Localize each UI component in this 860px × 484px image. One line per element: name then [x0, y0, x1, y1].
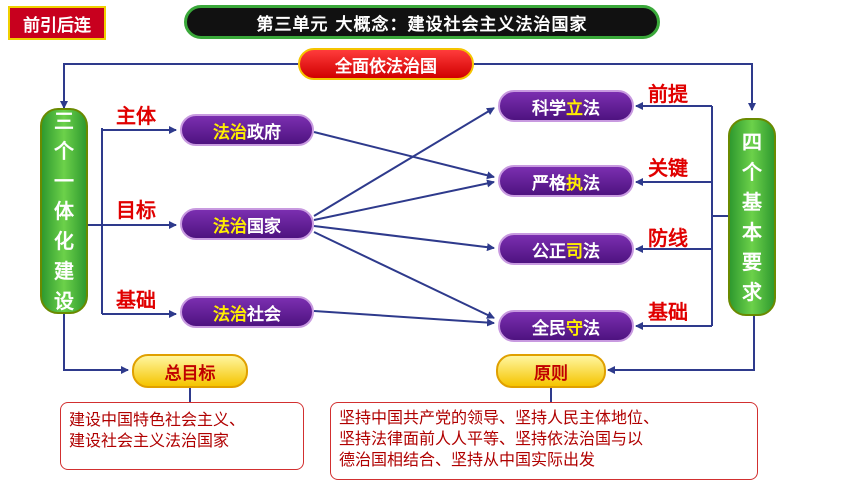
node-scientific-legislation: 科学立法 — [498, 90, 634, 122]
bar-char: 体 — [54, 199, 74, 223]
principles-description-box: 坚持中国共产党的领导、坚持人民主体地位、 坚持法律面前人人平等、坚持依法治国与以… — [330, 402, 758, 480]
node-highlight: 执 — [566, 173, 583, 194]
box-line: 坚持法律面前人人平等、坚持依法治国与以 — [339, 429, 644, 448]
node-rule-of-law: 全面依法治国 — [298, 48, 474, 80]
node-highlight: 法治 — [213, 122, 247, 143]
label-premise: 前提 — [648, 82, 688, 106]
node-text: 公正 — [532, 241, 566, 262]
node-strict-enforcement: 严格执法 — [498, 165, 634, 197]
bar-char: 基 — [742, 190, 762, 214]
goal-description-box: 建设中国特色社会主义、 建设社会主义法治国家 — [60, 402, 304, 470]
bar-char: 个 — [742, 160, 762, 184]
node-text: 政府 — [247, 122, 281, 143]
label-subject: 主体 — [116, 104, 156, 128]
node-principles: 原则 — [496, 354, 606, 388]
node-text: 全民 — [532, 318, 566, 339]
node-overall-goal: 总目标 — [132, 354, 248, 388]
label-defense: 防线 — [648, 226, 688, 250]
box-line: 德治国相结合、坚持从中国实际出发 — [339, 450, 596, 469]
node-text: 法 — [583, 318, 600, 339]
node-text: 国家 — [247, 216, 281, 237]
unit-title: 第三单元 大概念：建设社会主义法治国家 — [184, 5, 660, 39]
node-text: 社会 — [247, 304, 281, 325]
bar-char: 化 — [54, 229, 74, 253]
bar-char: 要 — [742, 250, 762, 274]
label-foundation: 基础 — [116, 288, 156, 312]
bar-char: 三 — [54, 109, 74, 133]
node-highlight: 法治 — [213, 216, 247, 237]
box-line: 建设社会主义法治国家 — [69, 431, 230, 450]
box-line: 建设中国特色社会主义、 — [69, 410, 246, 429]
bar-char: 设 — [54, 289, 74, 313]
bar-char: 本 — [742, 220, 762, 244]
node-highlight: 法治 — [213, 304, 247, 325]
bar-char: 四 — [742, 130, 762, 154]
node-text: 科学 — [532, 98, 566, 119]
node-fair-justice: 公正司法 — [498, 233, 634, 265]
node-highlight: 立 — [566, 98, 583, 119]
bar-char: 建 — [54, 259, 74, 283]
node-text: 法 — [583, 173, 600, 194]
node-highlight: 守 — [566, 318, 583, 339]
node-text: 法 — [583, 241, 600, 262]
node-text: 严格 — [532, 173, 566, 194]
bar-char: 求 — [742, 280, 762, 304]
node-law-country: 法治国家 — [180, 208, 314, 240]
node-highlight: 司 — [566, 241, 583, 262]
label-key: 关键 — [648, 156, 688, 180]
node-universal-observance: 全民守法 — [498, 310, 634, 342]
section-tag: 前引后连 — [8, 6, 106, 40]
bar-char: 个 — [54, 139, 74, 163]
node-text: 法 — [583, 98, 600, 119]
label-foundation-right: 基础 — [648, 300, 688, 324]
box-line: 坚持中国共产党的领导、坚持人民主体地位、 — [339, 408, 660, 427]
node-law-society: 法治社会 — [180, 296, 314, 328]
bar-four-requirements: 四 个 基 本 要 求 — [728, 118, 776, 316]
bar-char: 一 — [54, 169, 74, 193]
bar-three-integration: 三 个 一 体 化 建 设 — [40, 108, 88, 314]
label-goal: 目标 — [116, 198, 156, 222]
node-law-government: 法治政府 — [180, 114, 314, 146]
